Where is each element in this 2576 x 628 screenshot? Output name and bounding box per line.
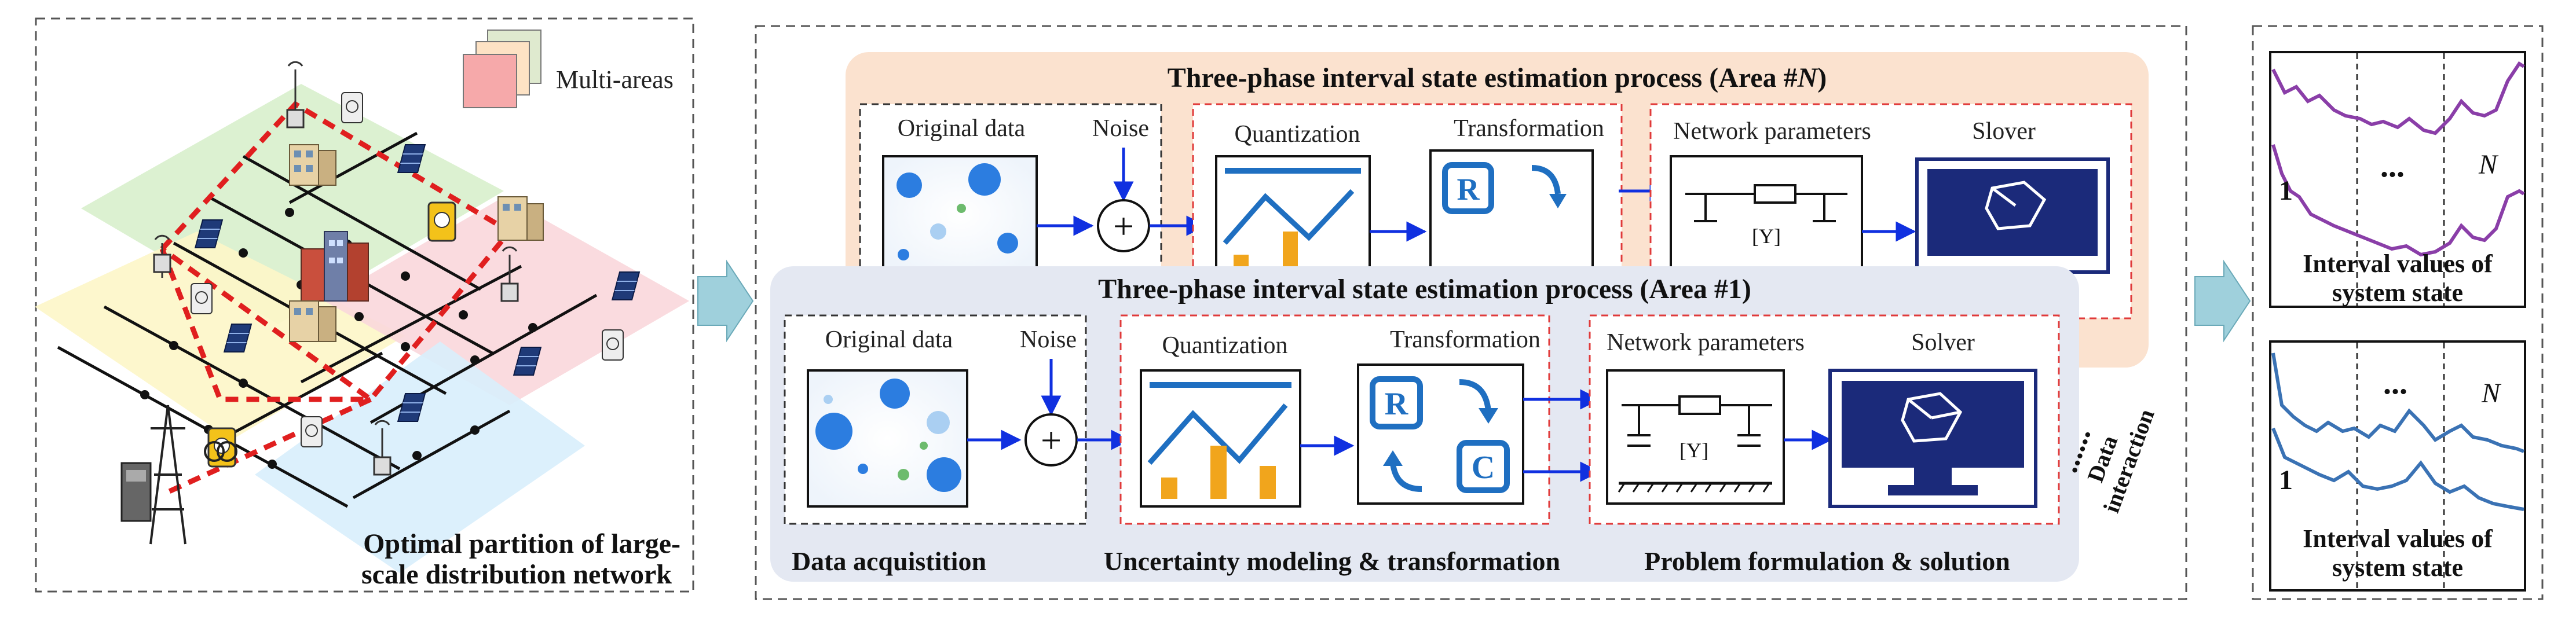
area-1-plus-node [1024,413,1078,467]
left-caption-line1: Optimal partition of large- [363,528,680,559]
area-n-network-image [1670,155,1863,273]
svg-text:R: R [1457,172,1480,207]
result-plot-top: 1 N ... Interval values of system state [2269,51,2526,308]
results-panel: 1 N ... Interval values of system state … [2252,25,2544,600]
area-n-title: Three-phase interval state estimation pr… [1168,63,1827,93]
bottom-plot-caption-line2: system state [2332,553,2463,582]
middle-panel-border [755,25,2187,600]
bottom-plot-one-label: 1 [2279,465,2293,495]
area-n-network-parameters-label: Network parameters [1673,118,1871,145]
area-n-bubbles [897,163,1018,260]
multi-areas-label: Multi-areas [556,65,674,94]
area-1-bubbles [815,379,961,492]
area-1-title: Three-phase interval state estimation pr… [1098,274,1751,304]
area-1-solver-label: Solver [1911,329,1975,356]
top-plot-n-label: N [2478,149,2499,180]
area-n-plus-sign: + [1113,205,1134,247]
area-1-original-data-label: Original data [825,326,953,353]
substation-tower-icon [120,405,237,545]
result-plot-bottom: 1 N ... Interval values of system state [2269,340,2526,592]
area-plane-yellow [35,232,405,440]
area-1-noise-label: Noise [1020,326,1077,353]
stage-problem-label: Problem formulation & solution [1644,546,2010,576]
svg-text:R: R [1385,386,1408,422]
area-1-transformation-label: Transformation [1390,326,1541,353]
antenna-icons [153,61,519,476]
network-partition-panel: Multi-areas [35,17,694,593]
area-n-noise-label: Noise [1092,115,1149,142]
bottom-plot-dots: ... [2383,365,2407,401]
top-plot-caption-line1: Interval values of [2303,249,2493,278]
top-plot-one-label: 1 [2279,175,2293,206]
process-panel: Three-phase interval state estimation pr… [755,25,2187,600]
multi-areas-legend-icon [463,30,541,108]
top-plot-dots: ... [2380,148,2405,184]
stage-data-acquisition-label: Data acquistition [792,546,986,576]
area-n-transformation-label: Transformation [1454,115,1604,142]
left-panel-border [35,17,694,593]
area-1-network-parameters-label: Network parameters [1607,329,1805,356]
building-icons [289,144,544,342]
area-n-quantization-label: Quantization [1235,121,1360,148]
top-plot-caption-line2: system state [2332,278,2463,307]
flow-arrow-left [697,259,754,343]
bottom-plot-caption-line1: Interval values of [2303,524,2493,553]
area-1-quantization-label: Quantization [1162,332,1288,359]
svg-text:[Y]: [Y] [1679,439,1708,462]
area-n-solver-label: Slover [1972,118,2036,145]
area-1-block: Three-phase interval state estimation pr… [770,266,2079,582]
area-1-network-image [1606,369,1785,505]
svg-text:C: C [1472,450,1495,486]
bottom-plot-n-label: N [2481,378,2502,409]
area-1-plus-sign: + [1041,420,1062,461]
area-n-original-data-label: Original data [898,115,1026,142]
left-caption-line2: scale distribution network [361,559,672,590]
area-n-plus-node [1097,199,1150,252]
right-panel-border [2252,25,2544,600]
flow-arrow-right [2194,259,2251,343]
stage-uncertainty-label: Uncertainty modeling & transformation [1104,546,1560,576]
svg-text:[Y]: [Y] [1752,225,1781,248]
solar-panel-icons [194,144,641,422]
